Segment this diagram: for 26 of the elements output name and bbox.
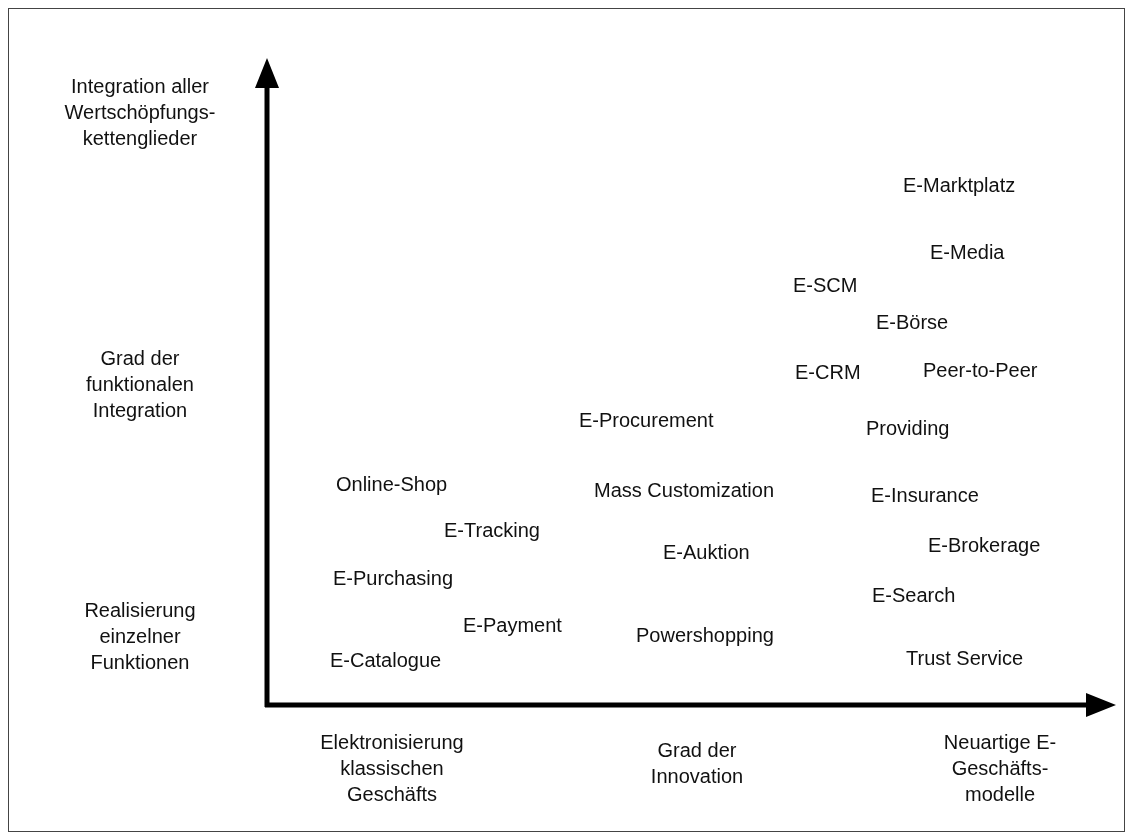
item-label: E-Marktplatz [903,173,1016,198]
axis-label: Integration aller Wertschöpfungs- kettenglieder [63,74,217,151]
item-label: E-SCM [793,273,858,298]
item-label: E-Auktion [663,540,750,565]
item-label: E-Purchasing [333,566,454,591]
item-label: E-Tracking [444,518,540,543]
item-label: Online-Shop [336,472,448,497]
item-label: E-Procurement [579,408,714,433]
item-label: Providing [866,416,950,441]
axis-label: Realisierung einzelner Funktionen [83,598,197,675]
item-label: E-Media [930,240,1005,265]
item-label: E-Search [872,583,956,608]
item-label: E-Börse [876,310,949,335]
item-label: E-Payment [463,613,562,638]
item-label: Peer-to-Peer [923,358,1038,383]
axis-label: Neuartige E-Geschäfts- modelle [942,730,1058,807]
axis-label: Grad der Innovation [649,738,745,789]
item-label: Powershopping [636,623,774,648]
item-label: Mass Customization [594,478,775,503]
item-label: E-Insurance [871,483,979,508]
item-label: Trust Service [906,646,1024,671]
axis-label: Elektronisierung klassischen Geschäfts [319,730,465,807]
axis-label: Grad der funktionalen Integration [85,346,195,423]
item-label: E-Brokerage [928,533,1041,558]
item-label: E-CRM [795,360,861,385]
item-label: E-Catalogue [330,648,442,673]
